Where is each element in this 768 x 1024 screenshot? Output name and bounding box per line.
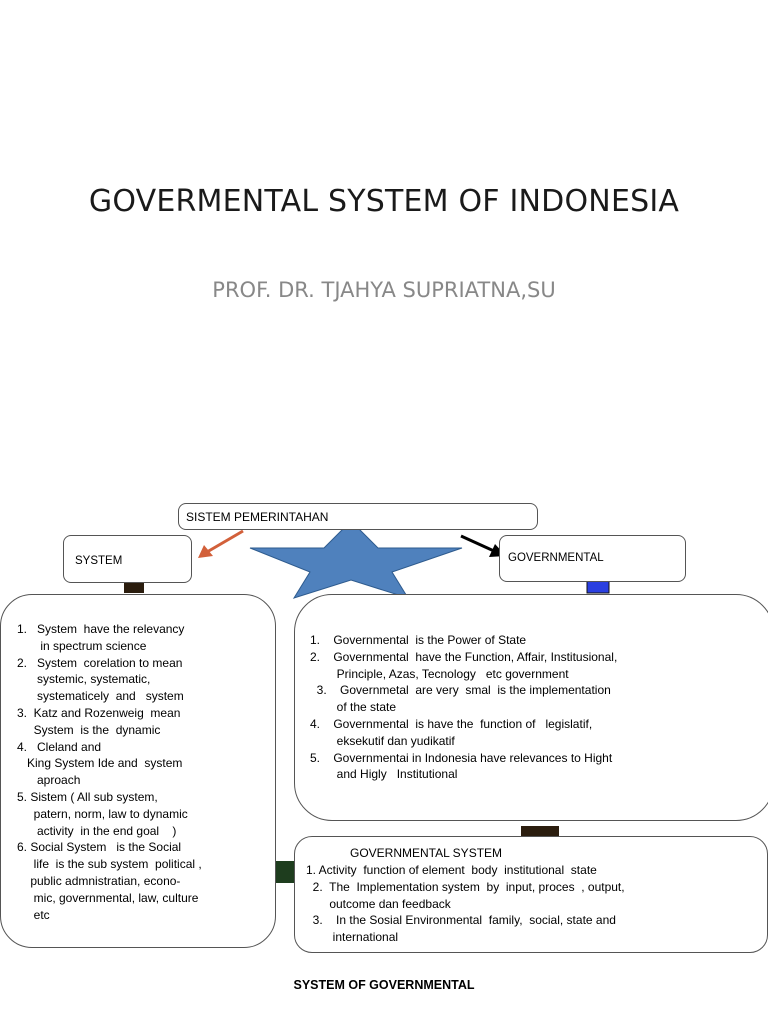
list-item: 3. Katz and Rozenweig mean <box>17 705 181 720</box>
list-item: outcome dan feedback <box>306 896 451 911</box>
governmental-system-box <box>294 836 768 953</box>
star-shape <box>249 520 463 599</box>
system-box <box>63 535 192 583</box>
governmental-list-box <box>294 594 768 821</box>
footer-caption: SYSTEM OF GOVERNMENTAL <box>293 978 475 992</box>
list-item: 4. Cleland and <box>17 739 102 754</box>
governmental-system-title: GOVERNMENTAL SYSTEM <box>350 846 503 860</box>
governmental-box <box>499 535 686 582</box>
list-item: King System Ide and system <box>17 756 183 771</box>
list-item: Principle, Azas, Tecnology etc governmen… <box>310 666 569 681</box>
arrow-to-governmental <box>460 534 495 553</box>
system-list-box <box>0 594 276 948</box>
list-item: 6. Social System is the Social <box>17 840 182 855</box>
list-item: patern, norm, law to dynamic <box>17 806 188 821</box>
list-item: 3. In the Sosial Environmental family, s… <box>306 913 616 928</box>
list-item: 2. The Implementation system by input, p… <box>306 879 625 894</box>
list-item: 3. Governmetal are very smal is the impl… <box>310 683 611 698</box>
list-item: life is the sub system political , <box>17 857 202 872</box>
system-list: 1. System have the relevancy in spectrum… <box>17 621 202 923</box>
arrow-to-system <box>206 529 244 554</box>
list-item: aproach <box>17 773 81 788</box>
list-item: 5. Governmentai in Indonesia have releva… <box>310 750 613 765</box>
system-label: SYSTEM <box>75 555 123 567</box>
list-item: in spectrum science <box>17 638 147 653</box>
list-item: 1. System have the relevancy <box>17 622 185 636</box>
list-item: and Higly Institutional <box>310 767 458 782</box>
system-connector <box>124 583 144 593</box>
list-item: systematicely and system <box>17 689 184 704</box>
slide-title: GOVERMENTAL SYSTEM OF INDONESIA <box>88 184 680 219</box>
sistem-pemerintahan-box <box>178 503 538 530</box>
list-item: System is the dynamic <box>17 722 161 737</box>
list-item: of the state <box>310 700 397 715</box>
governmental-label: GOVERNMENTAL <box>508 552 604 564</box>
list-item: 4. Governmental is have the function of … <box>310 716 593 731</box>
slide-subtitle: PROF. DR. TJAHYA SUPRIATNA,SU <box>212 278 556 302</box>
list-item: 2. System corelation to mean <box>17 655 183 670</box>
list-item: international <box>306 930 399 945</box>
gov-system-connector <box>521 826 559 836</box>
governmental-list: 1. Governmental is the Power of State 2.… <box>310 632 617 783</box>
list-item: systemic, systematic, <box>17 672 151 687</box>
list-item: etc <box>17 907 50 922</box>
governmental-system-list: 1. Activity function of element body ins… <box>306 862 625 946</box>
list-item: 1. Activity function of element body ins… <box>306 863 597 877</box>
list-item: mic, governmental, law, culture <box>17 890 199 905</box>
list-item: 2. Governmental have the Function, Affai… <box>310 649 618 664</box>
arrow-to-system-head <box>198 545 213 558</box>
list-item: eksekutif dan yudikatif <box>310 733 455 748</box>
list-item: activity in the end goal ) <box>17 823 177 838</box>
sistem-pemerintahan-label: SISTEM PEMERINTAHAN <box>186 510 329 524</box>
list-item: public admnistratian, econo- <box>17 873 181 888</box>
list-item: 5. Sistem ( All sub system, <box>17 789 158 804</box>
list-item: 1. Governmental is the Power of State <box>310 633 527 647</box>
